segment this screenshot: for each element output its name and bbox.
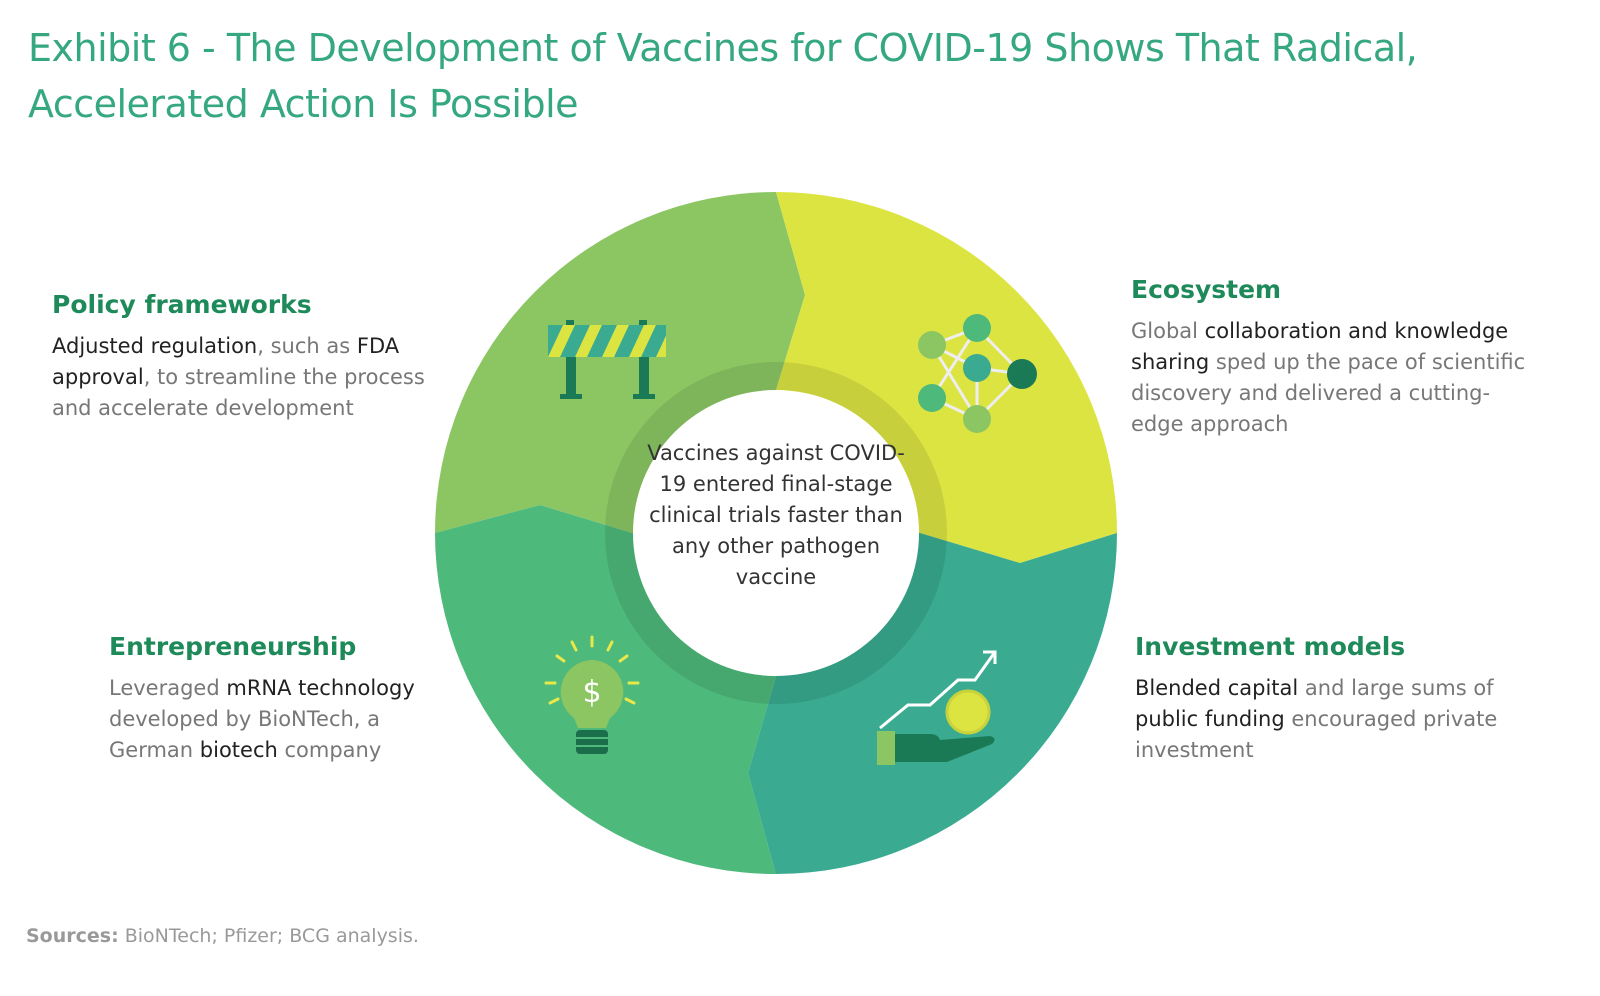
highlight: mRNA technology — [226, 676, 415, 700]
svg-text:$: $ — [582, 675, 601, 710]
text: , such as — [257, 334, 357, 358]
entrepreneurship-block: Entrepreneurship Leveraged mRNA technolo… — [109, 632, 459, 766]
text: sped up the pace of scientific discovery… — [1131, 350, 1526, 436]
sources-note: Sources: BioNTech; Pfizer; BCG analysis. — [26, 925, 419, 947]
ecosystem-block: Ecosystem Global collaboration and knowl… — [1131, 275, 1531, 440]
lightbulb-dollar-icon: $ — [544, 635, 640, 754]
entrepreneurship-description: Leveraged mRNA technology developed by B… — [109, 673, 459, 766]
text: and large sums of — [1298, 676, 1494, 700]
investment-models-block: Investment models Blended capital and la… — [1135, 632, 1505, 766]
text: Leveraged — [109, 676, 227, 700]
center-circle — [633, 390, 919, 676]
highlight: collaboration and knowledge sharing — [1131, 319, 1509, 374]
exhibit-title: Exhibit 6 - The Development of Vaccines … — [28, 26, 1418, 126]
inner-ring — [605, 362, 947, 704]
policy-description: Adjusted regulation, such as FDA approva… — [52, 331, 462, 424]
entrepreneurship-heading: Entrepreneurship — [109, 632, 357, 661]
text: developed by BioNTech, a German — [109, 707, 381, 762]
highlight: FDA approval — [52, 334, 400, 389]
text: Global — [1131, 319, 1205, 343]
network-icon — [918, 314, 1037, 433]
ecosystem-description: Global collaboration and knowledge shari… — [1131, 316, 1531, 440]
highlight: Blended capital — [1135, 676, 1299, 700]
highlight: biotech — [199, 738, 278, 762]
center-message: Vaccines against COVID-19 entered final-… — [647, 441, 905, 589]
ecosystem-heading: Ecosystem — [1131, 275, 1282, 304]
highlight: Adjusted regulation — [52, 334, 258, 358]
hand-coin-growth-icon — [877, 650, 997, 765]
text: encouraged private investment — [1135, 707, 1498, 762]
policy-heading: Policy frameworks — [52, 290, 312, 319]
policy-frameworks-block: Policy frameworks Adjusted regulation, s… — [52, 290, 462, 424]
barrier-icon — [548, 320, 666, 399]
text: , to streamline the process and accelera… — [52, 365, 425, 420]
investment-heading: Investment models — [1135, 632, 1406, 661]
highlight: public funding — [1135, 707, 1285, 731]
sources-text: BioNTech; Pfizer; BCG analysis. — [118, 925, 419, 947]
sources-label: Sources: — [26, 925, 119, 947]
investment-description: Blended capital and large sums of public… — [1135, 673, 1505, 766]
text: company — [277, 738, 382, 762]
